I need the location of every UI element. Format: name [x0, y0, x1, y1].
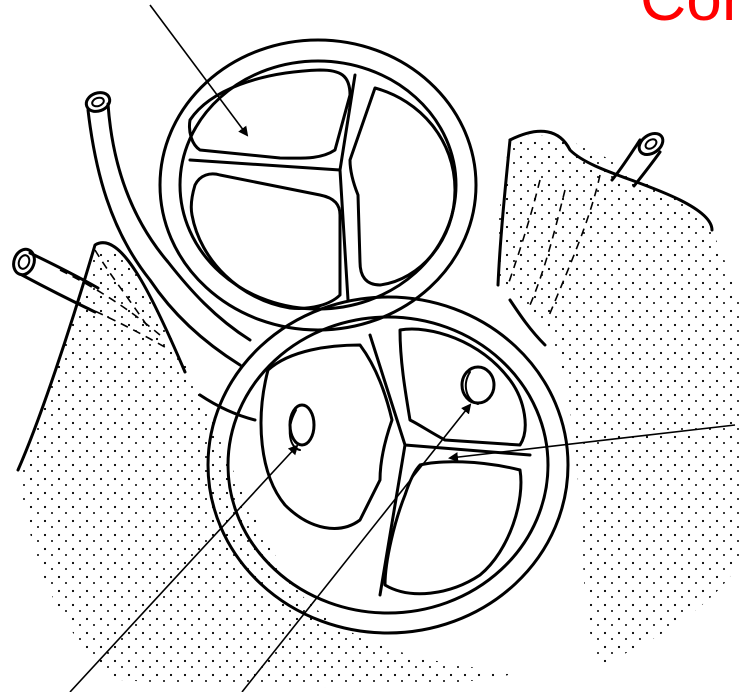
corner-text: Cor	[640, 0, 741, 30]
vessel-tube-top-left	[84, 91, 252, 367]
leader-line-bottom-left	[69, 444, 299, 692]
tissue-outline-left	[16, 241, 187, 472]
vessel-tube-left	[12, 247, 100, 314]
lower-valve	[206, 295, 570, 635]
ostium-right	[460, 365, 496, 405]
stippled-tissue-left	[18, 245, 520, 688]
vessel-tube-right	[610, 132, 665, 188]
ostium-left	[288, 403, 316, 447]
lower-valve-cusp-left	[259, 343, 394, 530]
lower-valve-cusp-top-right	[398, 327, 527, 447]
stippled-tissue-right	[498, 135, 741, 665]
upper-valve-cusp-right	[348, 86, 457, 287]
dashed-vessel-left	[59, 269, 161, 336]
upper-valve-cusp-top-left	[188, 68, 352, 160]
tissue-outline-right	[508, 129, 714, 232]
upper-valve	[158, 38, 478, 332]
leader-line-top	[149, 4, 249, 137]
leader-line-bottom-center	[241, 403, 472, 692]
leader-line-right	[448, 424, 736, 463]
upper-valve-cusp-bottom-left	[189, 172, 342, 310]
lower-valve-cusp-bottom-right	[383, 460, 523, 596]
dashed-vessel-right	[507, 179, 541, 286]
